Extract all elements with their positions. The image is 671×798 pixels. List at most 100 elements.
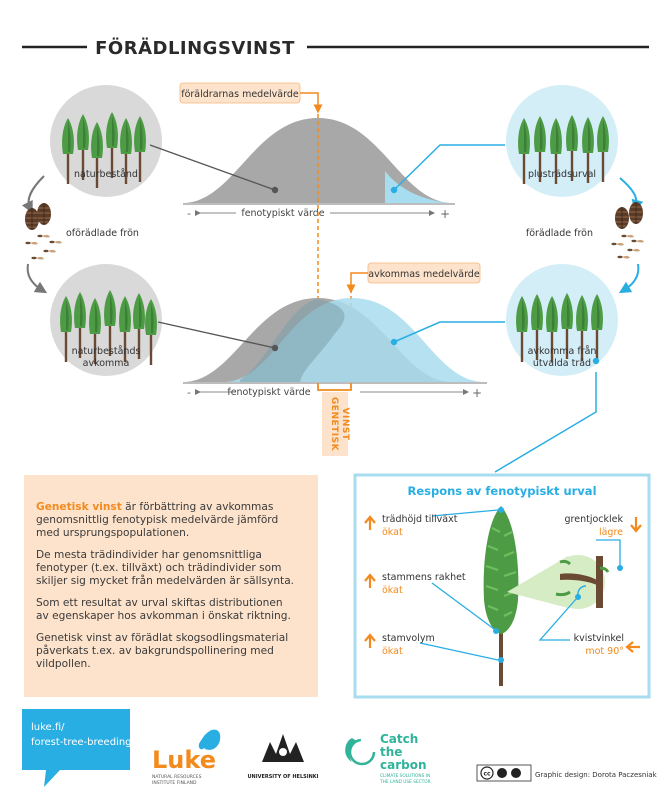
pointer-branch-angle bbox=[538, 597, 578, 641]
footer: luke.fi/ forest-tree-breeding Luke NATUR… bbox=[22, 709, 658, 787]
header: FÖRÄDLINGSVINST bbox=[22, 37, 649, 59]
natural-stand-dot bbox=[271, 186, 279, 194]
ctc-line-2: the bbox=[380, 745, 402, 759]
seed-icon bbox=[617, 255, 630, 259]
seed-icon bbox=[631, 239, 644, 243]
top-axis-label: fenotypiskt värde bbox=[241, 208, 324, 219]
arrow-up-icon bbox=[364, 633, 376, 648]
info-panel bbox=[24, 475, 318, 697]
info-paragraph-1: Genetisk vinst är förbättring av avkomma… bbox=[36, 501, 278, 541]
natural-stand-connector bbox=[149, 144, 276, 191]
gain-label-box bbox=[322, 392, 348, 456]
cc-by-icon bbox=[497, 768, 507, 778]
response-title: Respons av fenotypiskt urval bbox=[407, 484, 596, 498]
selected-offspring-label-1: avkomma från bbox=[528, 346, 597, 357]
response-connector-dot bbox=[592, 357, 600, 365]
trait-branch-thickness-direction: lägre bbox=[599, 527, 623, 538]
left-seed-flow: oförädlade frön bbox=[21, 175, 139, 294]
info-p4-line-1: Genetisk vinst av förädlat skogsodlingsm… bbox=[36, 632, 289, 644]
ctc-sub-1: CLIMATE SOLUTIONS IN bbox=[380, 773, 430, 779]
ctc-ring-icon bbox=[348, 738, 376, 766]
pointer-branch-thickness bbox=[596, 539, 621, 566]
magnified-needles bbox=[555, 559, 610, 597]
trait-branch-angle-direction: mot 90° bbox=[585, 646, 624, 657]
top-axis-minus: - bbox=[187, 207, 191, 220]
cone-icon bbox=[24, 207, 40, 231]
seed-icon bbox=[31, 256, 44, 260]
info-p1-line-1: Genetisk vinst är förbättring av avkomma… bbox=[36, 501, 278, 514]
plus-trees-label: plusträdsurval bbox=[528, 169, 596, 180]
pointer-branch-angle-dot bbox=[575, 594, 581, 600]
bottom-overlap bbox=[240, 299, 345, 383]
cone-icon bbox=[36, 202, 52, 226]
pointer-height-dot bbox=[498, 507, 504, 513]
natural-offspring-label-2: avkomma bbox=[83, 358, 130, 369]
page-title: FÖRÄDLINGSVINST bbox=[95, 37, 295, 59]
info-p3-line-2: av egenskaper hos avkomman i önskat rikt… bbox=[36, 610, 291, 623]
trait-volume-direction: ökat bbox=[382, 646, 403, 657]
bottom-axis-label: fenotypiskt värde bbox=[227, 387, 310, 398]
catch-the-carbon-logo: Catch the carbon CLIMATE SOLUTIONS IN TH… bbox=[345, 732, 431, 785]
circle-natural-stand-bg bbox=[50, 85, 162, 197]
pointer-branch-thickness-dot bbox=[617, 565, 623, 571]
ctc-sub-2: THE LAND USE SECTOR bbox=[379, 779, 431, 785]
pointer-straightness bbox=[431, 582, 495, 630]
cc-icon bbox=[480, 766, 494, 780]
ctc-line-1: Catch bbox=[380, 732, 418, 746]
top-axis-plus: + bbox=[440, 207, 450, 221]
trait-height-name: trädhöjd tillväxt bbox=[382, 514, 458, 525]
seed-icon bbox=[621, 234, 634, 238]
trait-branch-angle: kvistvinkel mot 90° bbox=[574, 633, 640, 657]
ctc-line-3: carbon bbox=[380, 758, 427, 772]
genetic-gain-term: Genetisk vinst bbox=[36, 501, 122, 513]
natural-stand-label: naturbestånd bbox=[74, 169, 138, 180]
trait-straightness-direction: ökat bbox=[382, 585, 403, 596]
link-text-2[interactable]: forest-tree-breeding bbox=[31, 737, 132, 748]
right-flow-arrow-top bbox=[619, 177, 644, 212]
magnifier-cone bbox=[507, 556, 568, 608]
offspring-mean-pointer bbox=[346, 272, 368, 294]
luke-subtitle-2: INSTITUTE FINLAND bbox=[152, 780, 197, 786]
cone-icon bbox=[628, 201, 644, 225]
arrow-up-icon bbox=[364, 573, 376, 588]
left-flow-arrow-top bbox=[21, 175, 45, 214]
offspring-mean-label: avkommas medelvärde bbox=[368, 269, 480, 280]
info-p4-line-2: påverkats t.ex. av bakgrundspollinering … bbox=[36, 645, 274, 658]
top-grey-curve bbox=[185, 118, 450, 204]
seed-icon bbox=[627, 248, 640, 252]
magnified-trunk bbox=[596, 556, 603, 608]
info-paragraph-2: De mesta trädindivider har genomsnittlig… bbox=[36, 549, 294, 589]
trait-volume-name: stamvolym bbox=[382, 633, 435, 644]
link-text-1[interactable]: luke.fi/ bbox=[31, 722, 65, 733]
cc-icon-text: cc bbox=[483, 771, 491, 778]
arrow-up-icon bbox=[364, 515, 376, 530]
response-connector bbox=[494, 372, 597, 473]
info-p2-line-2: fenotyper (t.ex. tillväxt) och trädindiv… bbox=[36, 562, 282, 575]
right-flow-arrow-bottom bbox=[618, 263, 640, 294]
seed-icon bbox=[37, 234, 50, 238]
bottom-baseline bbox=[183, 382, 487, 384]
gain-bracket bbox=[317, 383, 352, 391]
luke-wordmark: Luke bbox=[152, 746, 216, 774]
selected-offspring-dot bbox=[390, 338, 398, 346]
ctc-leaf-icon bbox=[345, 738, 358, 762]
pointer-straightness-dot bbox=[493, 628, 499, 634]
top-selected-tail bbox=[385, 171, 450, 204]
trait-volume: stamvolym ökat bbox=[364, 633, 435, 657]
natural-offspring-connector bbox=[157, 321, 276, 349]
gain-label-line1: GENETISK bbox=[329, 397, 339, 452]
plus-trees-dot bbox=[390, 186, 398, 194]
info-p3-line-1: Som ett resultat av urval skiftas distri… bbox=[36, 597, 283, 609]
seed-icon bbox=[25, 241, 38, 245]
improved-seeds-label: förädlade frön bbox=[526, 228, 593, 239]
unimproved-seeds-label: oförädlade frön bbox=[66, 228, 139, 239]
trait-branch-thickness: grentjocklek lägre bbox=[565, 514, 642, 538]
info-p2-line-1: De mesta trädindivider har genomsnittlig… bbox=[36, 549, 262, 561]
natural-offspring-dot bbox=[271, 344, 279, 352]
bottom-distribution: - fenotypiskt värde + bbox=[183, 298, 487, 400]
circle-natural-stand: naturbestånd bbox=[50, 85, 162, 197]
pointer-volume-dot bbox=[498, 657, 504, 663]
tree-crown bbox=[483, 506, 519, 634]
tree-illustration bbox=[483, 506, 519, 686]
